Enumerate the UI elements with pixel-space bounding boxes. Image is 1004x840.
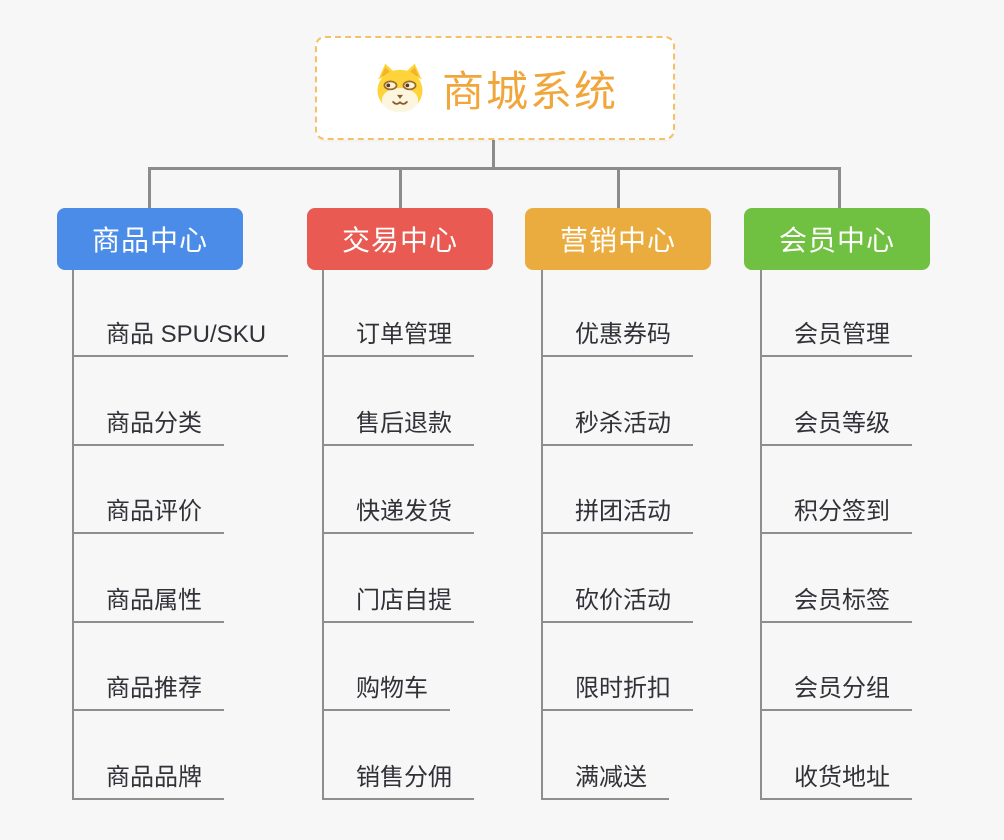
branch-label: 营销中心 xyxy=(559,225,676,256)
mindmap-item[interactable]: 优惠券码 xyxy=(543,311,693,357)
mindmap-item[interactable]: 商品评价 xyxy=(74,488,224,534)
product-items-column: 商品 SPU/SKU 商品分类 商品评价 商品属性 商品推荐 商品品牌 xyxy=(72,270,289,800)
mindmap-item[interactable]: 商品分类 xyxy=(74,400,224,446)
branch-label: 会员中心 xyxy=(778,225,895,256)
branch-product-center[interactable]: 商品中心 xyxy=(57,208,243,270)
mindmap-item[interactable]: 门店自提 xyxy=(324,577,474,623)
mindmap-item[interactable]: 销售分佣 xyxy=(324,754,474,800)
branch-marketing-center[interactable]: 营销中心 xyxy=(525,208,711,270)
mindmap-item[interactable]: 拼团活动 xyxy=(543,488,693,534)
dog-icon xyxy=(377,63,423,113)
root-node[interactable]: 商城系统 xyxy=(315,36,675,140)
mindmap-item[interactable]: 会员分组 xyxy=(762,665,912,711)
branch-label: 交易中心 xyxy=(341,225,458,256)
connector-drop-member xyxy=(838,169,841,208)
mindmap-item[interactable]: 秒杀活动 xyxy=(543,400,693,446)
member-items-column: 会员管理 会员等级 积分签到 会员标签 会员分组 收货地址 xyxy=(760,270,912,800)
mindmap-item[interactable]: 订单管理 xyxy=(324,311,474,357)
mindmap-item[interactable]: 限时折扣 xyxy=(543,665,693,711)
root-title: 商城系统 xyxy=(441,67,618,115)
mindmap-item[interactable]: 积分签到 xyxy=(762,488,912,534)
connector-root-stub xyxy=(492,140,495,169)
mindmap-item[interactable]: 售后退款 xyxy=(324,400,474,446)
mindmap-item[interactable]: 快递发货 xyxy=(324,488,474,534)
mindmap-item[interactable]: 砍价活动 xyxy=(543,577,693,623)
connector-drop-product xyxy=(148,169,151,208)
marketing-items-column: 优惠券码 秒杀活动 拼团活动 砍价活动 限时折扣 满减送 xyxy=(541,270,693,800)
mindmap-item[interactable]: 满减送 xyxy=(543,754,669,800)
mindmap-item[interactable]: 商品推荐 xyxy=(74,665,224,711)
branch-member-center[interactable]: 会员中心 xyxy=(744,208,930,270)
connector-drop-marketing xyxy=(617,169,620,208)
mindmap-item[interactable]: 会员等级 xyxy=(762,400,912,446)
branch-trade-center[interactable]: 交易中心 xyxy=(307,208,493,270)
mindmap-item[interactable]: 收货地址 xyxy=(762,754,912,800)
mindmap-item[interactable]: 商品属性 xyxy=(74,577,224,623)
mindmap-item[interactable]: 商品品牌 xyxy=(74,754,224,800)
mindmap-item[interactable]: 商品 SPU/SKU xyxy=(74,311,289,357)
mindmap-item[interactable]: 会员标签 xyxy=(762,577,912,623)
connector-horizontal-rail xyxy=(148,167,841,170)
trade-items-column: 订单管理 售后退款 快递发货 门店自提 购物车 销售分佣 xyxy=(322,270,474,800)
mindmap-item[interactable]: 会员管理 xyxy=(762,311,912,357)
mindmap-item[interactable]: 购物车 xyxy=(324,665,450,711)
branch-label: 商品中心 xyxy=(91,225,208,256)
connector-drop-trade xyxy=(399,169,402,208)
